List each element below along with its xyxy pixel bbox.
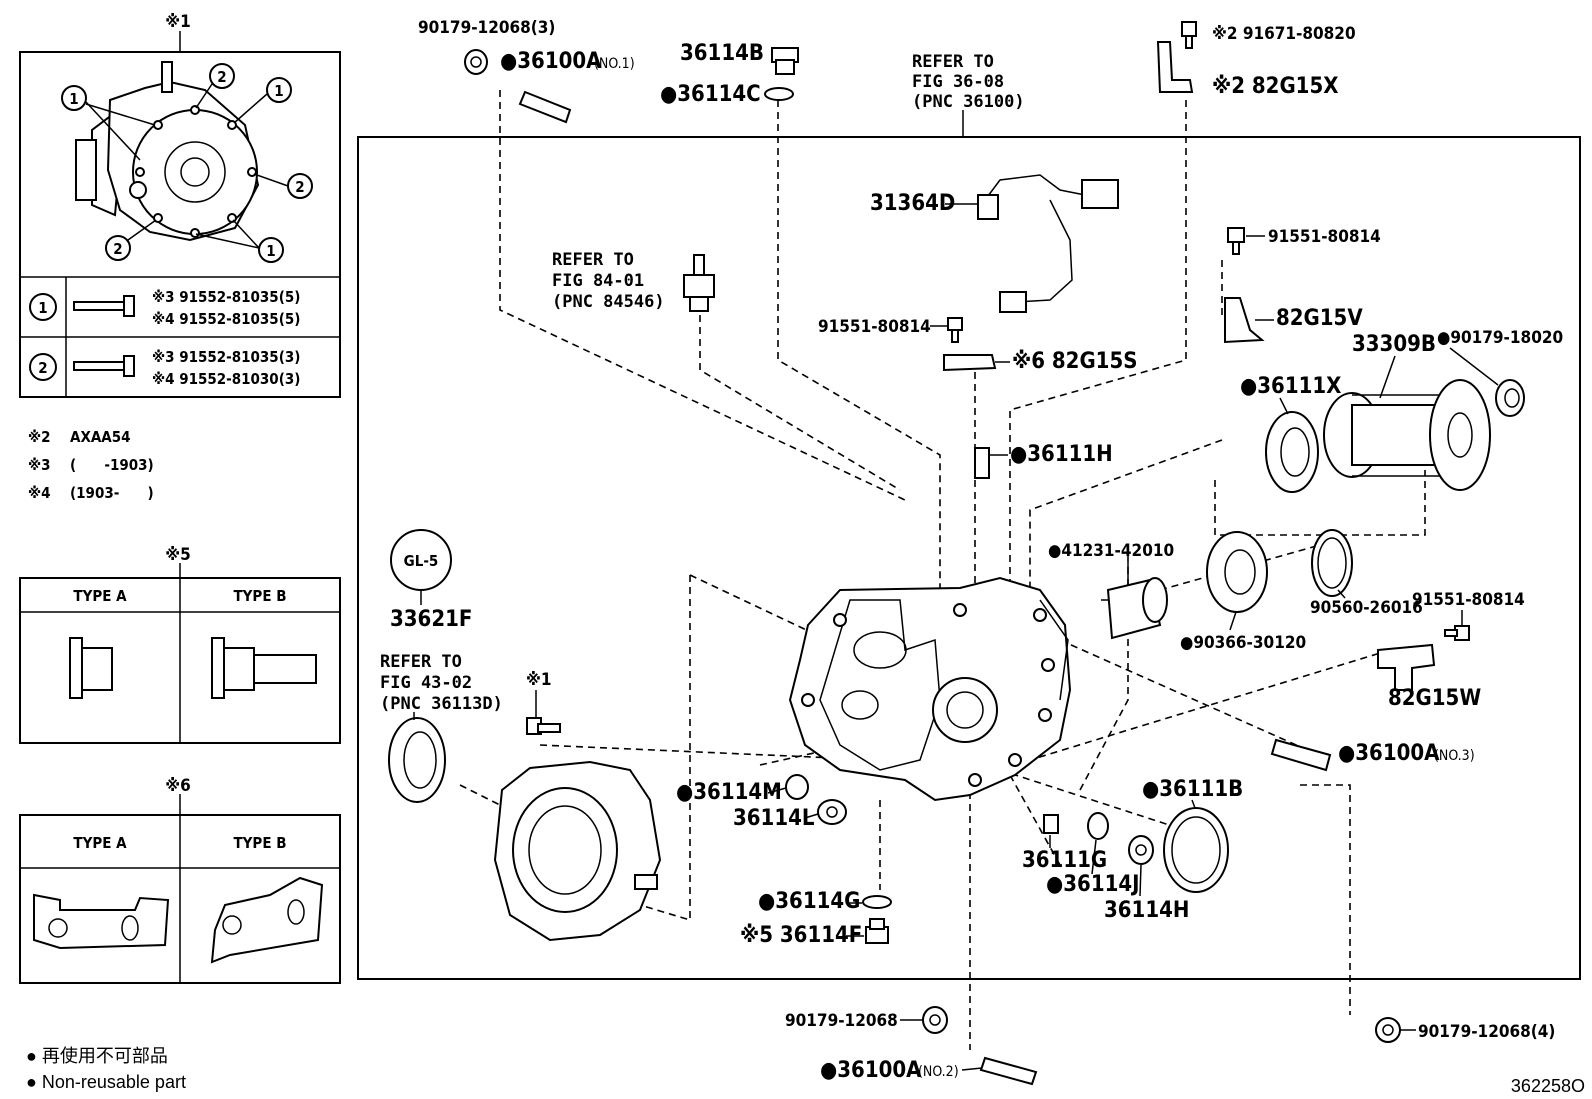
inset-1-symbol: ※1 xyxy=(165,12,191,32)
legend-jp: ● 再使用不可部品 xyxy=(26,1046,168,1066)
svg-text:2: 2 xyxy=(295,178,304,196)
bolt-row-1: 1 ※3 91552-81035(5) ※4 91552-81035(5) xyxy=(29,288,300,328)
drain-plug-type-b xyxy=(211,637,317,699)
svg-text:※3: ※3 xyxy=(28,456,51,474)
dashed-leaders xyxy=(459,90,1426,1050)
oil-seal-left xyxy=(388,717,446,803)
label-36111x: ●36111X xyxy=(1240,374,1341,399)
svg-text:( -1903): ( -1903) xyxy=(70,456,154,474)
bolt-row-1-b: ※4 91552-81035(5) xyxy=(152,310,300,328)
callout-markers: 1 2 1 2 2 1 xyxy=(61,63,313,263)
bolt-row-2-a: ※3 91552-81035(3) xyxy=(152,348,300,366)
svg-text:2: 2 xyxy=(113,240,122,258)
ref-43-02-line3: (PNC 36113D) xyxy=(380,694,503,714)
legend-en: ● Non-reusable part xyxy=(26,1072,186,1092)
bolt-small-1 xyxy=(526,717,561,735)
label-90179-18020: ●90179-18020 xyxy=(1437,328,1563,348)
small-parts xyxy=(390,21,1525,1086)
label-36114l: 36114L xyxy=(733,806,815,831)
label-36114b: 36114B xyxy=(680,41,764,66)
drain-plug-type-a xyxy=(69,637,113,699)
bolt-row-2: 2 ※3 91552-81035(3) ※4 91552-81030(3) xyxy=(29,348,300,388)
svg-text:AXAA54: AXAA54 xyxy=(70,428,131,446)
ref-43-02-line2: FIG 43-02 xyxy=(380,673,472,693)
svg-text:(1903- ): (1903- ) xyxy=(70,484,154,502)
label-90179-12068-3: 90179-12068(3) xyxy=(418,18,555,38)
label-36114g: ●36114G xyxy=(758,889,860,914)
notes: ※2 AXAA54 ※3 ( -1903) ※4 (1903- ) xyxy=(28,428,154,502)
label-82g15v: 82G15V xyxy=(1276,306,1363,331)
ref-84-01-line1: REFER TO xyxy=(552,250,634,270)
label-82g15w: 82G15W xyxy=(1388,686,1481,711)
type-6-a-label: TYPE A xyxy=(73,834,127,852)
bolt-row-1-a: ※3 91552-81035(5) xyxy=(152,288,300,306)
label-91671-80820: ※2 91671-80820 xyxy=(1212,24,1356,44)
svg-text:1: 1 xyxy=(38,299,47,317)
type-5-b-label: TYPE B xyxy=(233,587,286,605)
label-90560-26016: 90560-26016 xyxy=(1310,598,1423,618)
label-no1: (NO.1) xyxy=(594,56,635,72)
type-table-6-symbol: ※6 xyxy=(165,776,191,796)
type-table-5-symbol: ※5 xyxy=(165,545,191,565)
legend: ● 再使用不可部品 ● Non-reusable part xyxy=(26,1046,186,1092)
label-91551-80814-c: 91551-80814 xyxy=(1412,590,1525,610)
ref-36-08-line2: FIG 36-08 xyxy=(912,72,1004,92)
ref-36-08-line1: REFER TO xyxy=(912,52,994,72)
label-33621f: 33621F xyxy=(390,607,472,632)
label-36114m: ●36114M xyxy=(676,780,782,805)
label-sym1-small: ※1 xyxy=(526,670,552,690)
label-36100a-no2: ●36100A xyxy=(820,1058,922,1083)
ref-84-01-line3: (PNC 84546) xyxy=(552,292,665,312)
label-91551-80814-b: 91551-80814 xyxy=(1268,227,1381,247)
figure-code: 362258O xyxy=(1511,1076,1585,1096)
label-33309b: 33309B xyxy=(1352,332,1436,357)
label-36114f: ※5 36114F xyxy=(740,923,862,948)
ref-84-01-line2: FIG 84-01 xyxy=(552,271,644,291)
bolt-row-2-b: ※4 91552-81030(3) xyxy=(152,370,300,388)
label-82g15s: ※6 82G15S xyxy=(1012,349,1137,374)
label-91551-80814-a: 91551-80814 xyxy=(818,317,931,337)
cover-flange-drawing xyxy=(75,61,260,242)
svg-text:1: 1 xyxy=(69,90,78,108)
inset-1-frame xyxy=(19,51,341,398)
svg-text:2: 2 xyxy=(38,359,47,377)
label-36114j: ●36114J xyxy=(1046,872,1140,897)
label-no2: (NO.2) xyxy=(918,1064,959,1080)
svg-text:※2: ※2 xyxy=(28,428,51,446)
label-41231-42010: ●41231-42010 xyxy=(1048,541,1174,561)
label-31364d: 31364D xyxy=(870,191,955,216)
label-36114h: 36114H xyxy=(1104,898,1189,923)
svg-text:1: 1 xyxy=(274,82,283,100)
label-no3: (NO.3) xyxy=(1434,748,1475,764)
label-36111h: ●36111H xyxy=(1010,442,1113,467)
type-6-b-label: TYPE B xyxy=(233,834,286,852)
differential-carrier xyxy=(788,576,1072,802)
part-labels: 90179-12068(3) ●36100A (NO.1) 36114B ●36… xyxy=(380,18,1563,1083)
label-36111b: ●36111B xyxy=(1142,777,1243,802)
ref-36-08-line3: (PNC 36100) xyxy=(912,92,1025,112)
ref-43-02-line1: REFER TO xyxy=(380,652,462,672)
svg-text:1: 1 xyxy=(266,242,275,260)
label-82g15x: ※2 82G15X xyxy=(1212,74,1339,99)
svg-text:2: 2 xyxy=(217,68,226,86)
main-frame xyxy=(357,136,1581,980)
label-90179-12068-4: 90179-12068(4) xyxy=(1418,1022,1555,1042)
bracket-type-a xyxy=(33,893,170,950)
label-90179-12068: 90179-12068 xyxy=(785,1011,898,1031)
label-90366-30120: ●90366-30120 xyxy=(1180,633,1306,653)
bracket-type-b xyxy=(210,876,324,964)
svg-text:※4: ※4 xyxy=(28,484,51,502)
label-36100a-no1: ●36100A xyxy=(500,49,602,74)
label-gl5: GL-5 xyxy=(404,552,439,570)
side-cover xyxy=(493,760,662,942)
label-36100a-no3: ●36100A xyxy=(1338,741,1440,766)
label-36114c: ●36114C xyxy=(660,82,761,107)
type-5-a-label: TYPE A xyxy=(73,587,127,605)
